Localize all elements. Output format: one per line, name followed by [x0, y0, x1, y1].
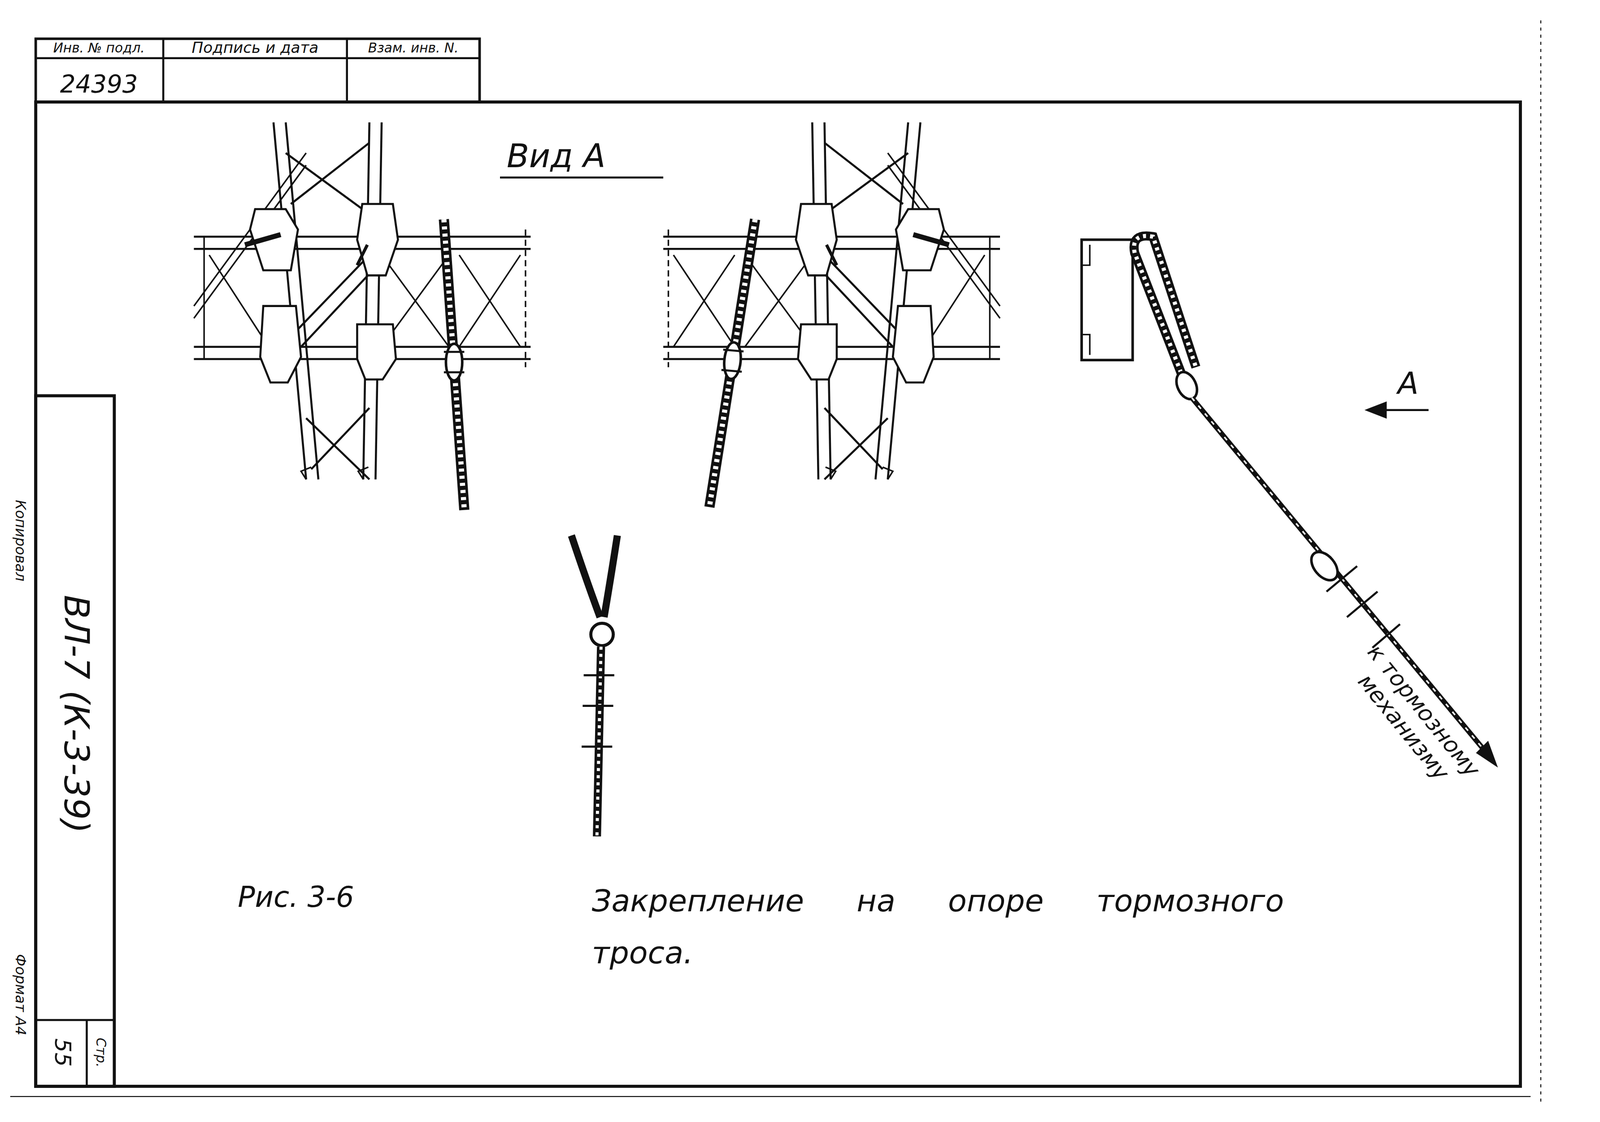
- drawing-line: [35, 56, 480, 60]
- page-number: 55: [49, 1038, 76, 1068]
- drawing-line: [1326, 566, 1357, 592]
- drawing-line: [500, 176, 664, 179]
- drawing-path: [604, 535, 618, 618]
- format-note: Формат А4: [12, 954, 29, 1036]
- drawing-rect: [35, 395, 115, 1087]
- drawing-circle: [591, 623, 614, 646]
- figure-number: Рис. 3-6: [237, 881, 354, 915]
- drawing-rect: [35, 102, 1521, 1087]
- header-cell: Взам. инв. N.: [368, 40, 459, 56]
- drawing-use: [663, 122, 1000, 480]
- drawing-g: [709, 217, 756, 509]
- beam-section: [1081, 235, 1496, 766]
- drawing-line: [1191, 397, 1490, 757]
- drawing-ellipse: [1306, 547, 1344, 586]
- header-cell: Инв. № подл.: [53, 40, 145, 56]
- drawing-line: [10, 1096, 1531, 1098]
- drawing-line: [345, 38, 348, 102]
- margin-note: Копировал: [12, 500, 29, 582]
- drawing-line: [1347, 591, 1378, 618]
- figure-caption: Закрепление на опоре тормозного троса.: [591, 875, 1307, 980]
- drawing-path: [1081, 244, 1090, 356]
- drawing-use: [709, 217, 756, 509]
- inventory-number: 24393: [60, 69, 139, 98]
- page-label: Стр.: [93, 1038, 109, 1068]
- drawing-line: [581, 745, 613, 748]
- drawing-polygon: [1367, 403, 1386, 418]
- header-cell: Подпись и дата: [191, 39, 319, 57]
- view-arrow-letter: А: [1397, 365, 1419, 402]
- drawing-path: [571, 535, 600, 618]
- drawing-line: [162, 38, 165, 102]
- drawing-path: [1134, 235, 1196, 393]
- view-label: Вид А: [506, 137, 606, 175]
- drawing-use: [193, 122, 531, 480]
- drawing-rect: [35, 38, 480, 102]
- drawing-line: [583, 674, 615, 677]
- drawing-line: [582, 704, 614, 708]
- drawing-rect: [1081, 239, 1133, 361]
- drawing-line: [85, 1020, 88, 1087]
- direction-note: к тормозному механизму: [1319, 612, 1508, 827]
- drawing-path: [1134, 235, 1196, 393]
- drawing-line: [1191, 397, 1490, 757]
- rope-eye-detail: [571, 535, 618, 837]
- drawing-ellipse: [1172, 369, 1201, 403]
- drawing-code: ВЛ-7 (К-3-39): [56, 595, 97, 834]
- sheet-frame: [10, 20, 1541, 1103]
- drawing-line: [35, 1019, 115, 1022]
- drawing-g: [663, 122, 1000, 480]
- drawing-use: [443, 219, 465, 511]
- drawing-line: [1540, 20, 1542, 1103]
